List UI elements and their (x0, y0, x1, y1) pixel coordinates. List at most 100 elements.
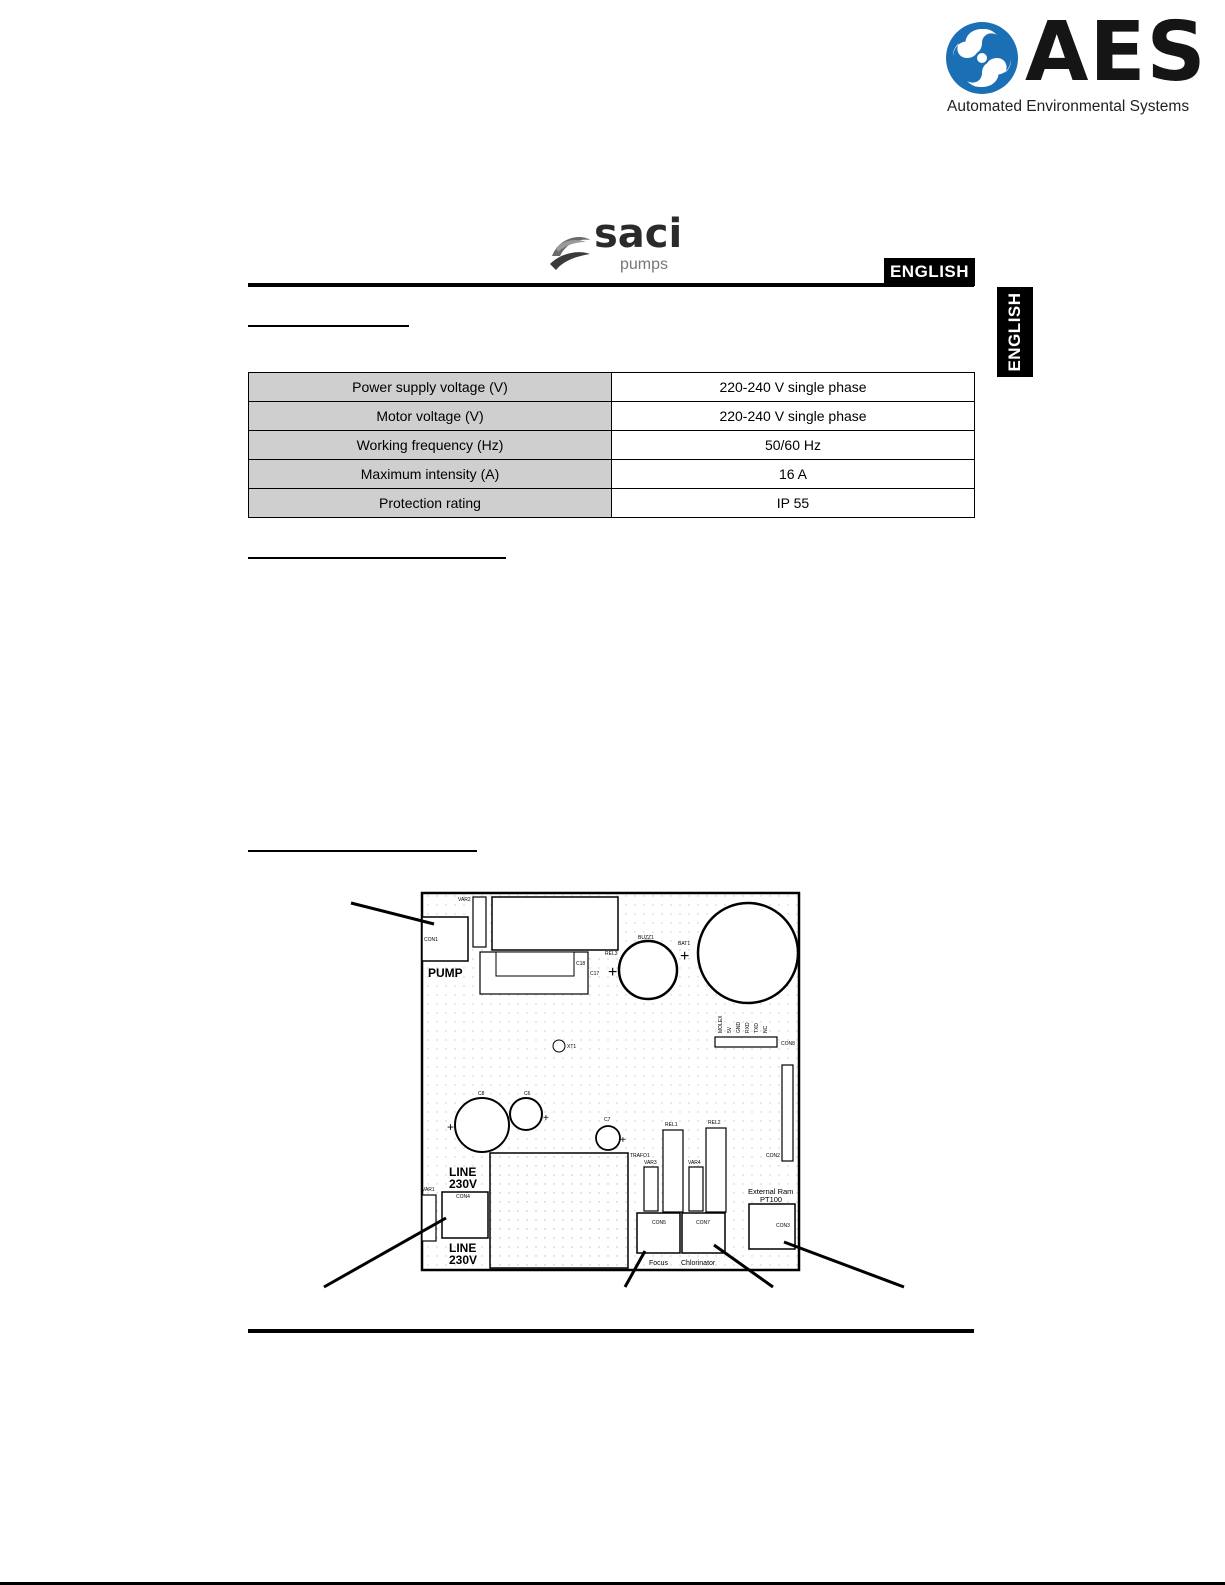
rel3-silk: REL3 (605, 951, 618, 957)
maker-name: saci (594, 211, 683, 257)
pt100-label: PT100 (760, 1195, 782, 1204)
aes-swirl-icon (946, 22, 1018, 94)
pump-label: PUMP (428, 966, 463, 980)
footer-rule (248, 1329, 974, 1333)
saci-swoosh-icon (550, 237, 590, 270)
language-side-tab: ENGLISH (997, 287, 1033, 377)
external-ram-callout-line (783, 1240, 905, 1289)
spec-row: Motor voltage (V)220-240 V single phase (248, 401, 975, 431)
spec-param: Protection rating (248, 488, 612, 518)
c6-silk: C6 (524, 1091, 531, 1097)
c8-silk: C8 (478, 1091, 485, 1097)
capacitor-c6 (509, 1097, 543, 1131)
spec-value: 16 A (611, 459, 975, 489)
external-ram-label: External Ram (748, 1187, 793, 1196)
con8-header (714, 1036, 778, 1048)
molex-pin-label: MOLEX (718, 1015, 724, 1033)
v230-label-bottom: 230V (449, 1253, 477, 1267)
var2-component (472, 896, 487, 948)
aes-logo: AES Automated Environmental Systems (945, 12, 1206, 120)
crystal (552, 1039, 566, 1053)
rel1-silk: REL1 (665, 1122, 678, 1128)
var1-component (421, 1194, 437, 1242)
spec-value: 50/60 Hz (611, 430, 975, 460)
c7-silk: C7 (604, 1117, 611, 1123)
spec-param: Motor voltage (V) (248, 401, 612, 431)
saci-logo: saci pumps (548, 214, 683, 282)
c17-silk: C17 (590, 971, 599, 977)
con2-header (781, 1064, 794, 1162)
section-heading-rule-1 (248, 325, 409, 327)
buzzer (617, 939, 679, 1001)
section-heading-rule-3 (248, 850, 477, 852)
molex-pin-label: 5V (727, 1026, 733, 1033)
pump-callout-line (350, 901, 435, 926)
var4-silk: VAR4 (688, 1160, 701, 1166)
chlorinator-label: Chlorinator (681, 1260, 716, 1267)
spec-table: Power supply voltage (V)220-240 V single… (248, 372, 975, 518)
line-label-bottom: LINE (449, 1241, 476, 1255)
con3-silk: CON3 (776, 1223, 790, 1229)
spec-param: Working frequency (Hz) (248, 430, 612, 460)
brand-name: AES (1025, 5, 1207, 100)
rel1-relay (662, 1129, 684, 1213)
bat1-silk: BAT1 (678, 941, 690, 947)
battery (696, 901, 800, 1005)
molex-pin-label: GND (736, 1022, 742, 1034)
var3-component (643, 1166, 659, 1212)
focus-callout-line (623, 1250, 647, 1288)
spec-value: IP 55 (611, 488, 975, 518)
con5-silk: CON5 (652, 1220, 666, 1226)
var3-silk: VAR3 (644, 1160, 657, 1166)
rel3-relay (491, 896, 619, 951)
language-side-tab-label: ENGLISH (1005, 292, 1024, 372)
external-ram-connector (748, 1203, 796, 1250)
section-heading-rule-2 (248, 557, 506, 559)
spec-row: Power supply voltage (V)220-240 V single… (248, 372, 975, 402)
focus-label: Focus (649, 1260, 669, 1267)
trafo1-silk: TRAFO1 (630, 1153, 650, 1159)
line-callout-line (323, 1216, 447, 1289)
var4-component (688, 1166, 704, 1212)
buzzer-plus: + (608, 964, 617, 981)
con2-silk: CON2 (766, 1153, 780, 1159)
language-badge: ENGLISH (884, 258, 975, 286)
brand-tagline: Automated Environmental Systems (947, 98, 1190, 115)
c6-plus: + (543, 1113, 549, 1124)
spec-row: Working frequency (Hz)50/60 Hz (248, 430, 975, 460)
var2-silk: VAR2 (458, 897, 471, 903)
rel3-inner (495, 951, 575, 977)
spec-param: Maximum intensity (A) (248, 459, 612, 489)
transformer (489, 1152, 629, 1269)
rel2-relay (705, 1127, 727, 1213)
focus-connector (636, 1212, 681, 1254)
c18-silk: C18 (576, 961, 585, 967)
con8-silk: CON8 (781, 1041, 795, 1047)
capacitor-c8 (454, 1097, 510, 1153)
board-diagram: CON1 PUMP VAR2 REL3 C18 C17 BUZZ1 + BAT1… (323, 891, 905, 1289)
spec-row: Maximum intensity (A)16 A (248, 459, 975, 489)
c7-plus: + (620, 1135, 626, 1146)
con1-silk: CON1 (424, 937, 438, 943)
con7-silk: CON7 (696, 1220, 710, 1226)
molex-pin-label: NC (763, 1025, 769, 1033)
var1-silk: VAR1 (422, 1187, 435, 1193)
spec-param: Power supply voltage (V) (248, 372, 612, 402)
rel2-silk: REL2 (708, 1120, 721, 1126)
molex-pin-label: RXD (745, 1022, 751, 1033)
spec-table-body: Power supply voltage (V)220-240 V single… (248, 372, 975, 518)
c8-plus: + (447, 1120, 454, 1134)
line-230v-connector (441, 1191, 489, 1239)
xt1-silk: XT1 (567, 1044, 576, 1050)
page-bottom-edge (0, 1582, 1225, 1585)
capacitor-c7 (595, 1125, 621, 1151)
spec-value: 220-240 V single phase (611, 372, 975, 402)
battery-plus: + (680, 948, 689, 965)
spec-value: 220-240 V single phase (611, 401, 975, 431)
v230-label-top: 230V (449, 1177, 477, 1191)
molex-pin-label: TXD (754, 1023, 760, 1033)
maker-sub: pumps (620, 256, 669, 273)
line-label-top: LINE (449, 1165, 476, 1179)
